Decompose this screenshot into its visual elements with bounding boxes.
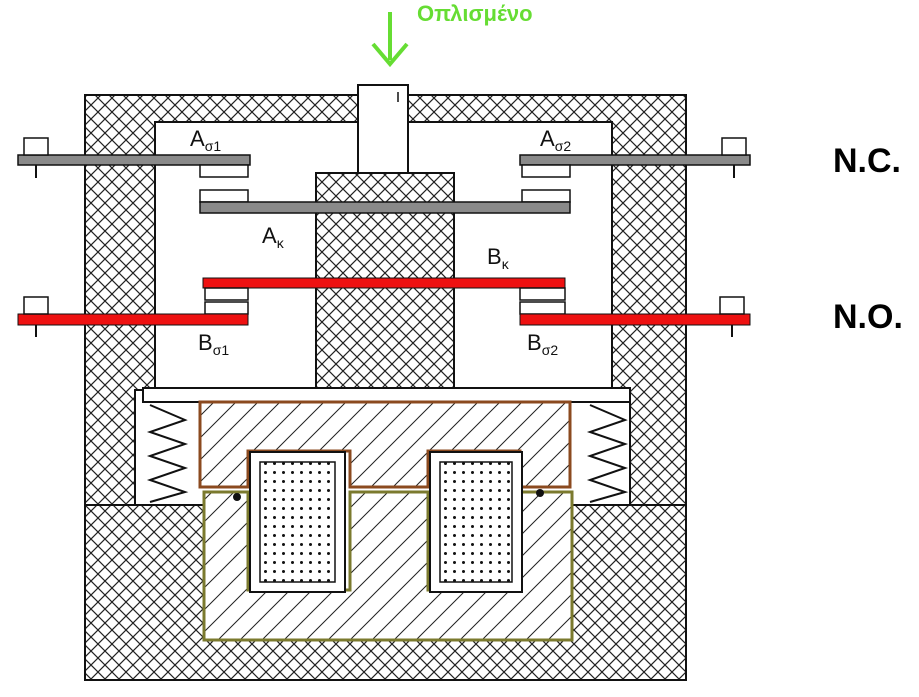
no-fixed-contact-left: [17, 296, 249, 337]
lower-yoke: [202, 490, 574, 642]
no-moving-contact: [202, 277, 566, 301]
plunger-shaft: [357, 84, 409, 174]
label-b-kappa: Bκ: [487, 244, 510, 272]
armature-label: Οπλισμένο: [417, 1, 533, 26]
nc-label: N.C.: [833, 142, 901, 180]
magnetic-core: [198, 400, 572, 489]
nc-fixed-contact-left: [17, 137, 251, 178]
nc-fixed-contact-right: [519, 137, 751, 178]
label-b-sigma2: Bσ2: [527, 330, 558, 358]
label-b-sigma1: Bσ1: [198, 330, 229, 358]
armature-plate: [142, 387, 631, 403]
no-fixed-contact-right: [519, 296, 751, 337]
label-a-kappa: Aκ: [262, 223, 285, 251]
no-label: N.O.: [833, 298, 903, 336]
coil-left: [249, 451, 346, 593]
spring-left: [146, 404, 189, 503]
nc-moving-contact: [199, 189, 571, 214]
coil-right: [429, 451, 523, 593]
label-a-sigma1: Aσ1: [190, 126, 221, 154]
spring-right: [586, 404, 629, 503]
label-a-sigma2: Aσ2: [540, 126, 571, 154]
armature-arrow-icon: [371, 12, 409, 68]
